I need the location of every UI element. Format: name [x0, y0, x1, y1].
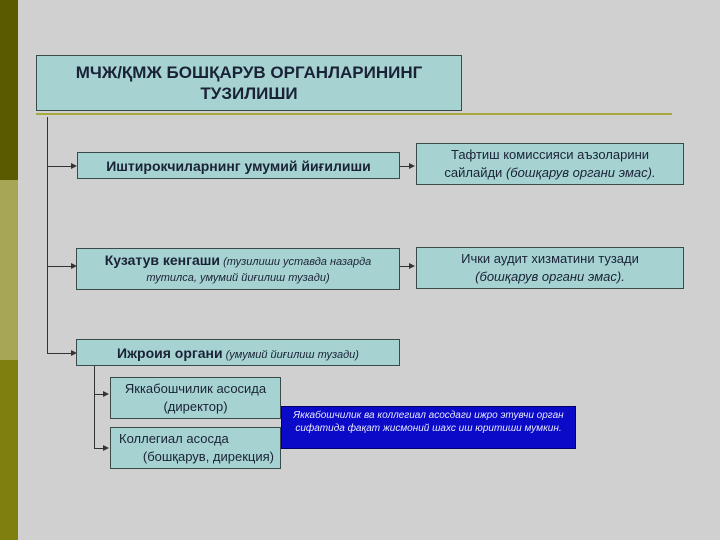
- audit-line2: сайлайди: [444, 165, 503, 180]
- supervisory-board-box: Кузатув кенгаши (тузилиши уставда назард…: [76, 248, 400, 290]
- supervisory-note1: (тузилиши уставда назарда: [223, 256, 372, 268]
- audit-commission-box: Тафтиш комиссияси аъзоларини сайлайди (б…: [416, 143, 684, 185]
- supervisory-label: Кузатув кенгаши: [104, 252, 221, 268]
- arrow-icon: [409, 163, 415, 169]
- connector: [94, 448, 104, 449]
- collegial-box: Коллегиал асосда (бошқарув, дирекция): [110, 427, 281, 469]
- arrow-icon: [103, 445, 109, 451]
- general-meeting-label: Иштирокчиларнинг умумий йиғилиши: [106, 157, 371, 174]
- connector: [400, 266, 410, 267]
- executive-label: Ижроия органи: [117, 344, 223, 361]
- connector: [400, 166, 410, 167]
- internal-audit-line1: Ички аудит хизматини тузади: [461, 251, 639, 266]
- arrow-icon: [103, 391, 109, 397]
- executive-body-box: Ижроия органи (умумий йиғилиш тузади): [76, 339, 400, 366]
- collegial-line2: (бошқарув, дирекция): [142, 449, 274, 464]
- sub-connector: [94, 366, 95, 448]
- arrow-icon: [71, 163, 77, 169]
- connector: [47, 166, 72, 167]
- sole-line2: (директор): [163, 399, 228, 414]
- side-band-middle: [0, 180, 18, 360]
- internal-audit-line2: (бошқарув органи эмас).: [475, 269, 625, 284]
- arrow-icon: [409, 263, 415, 269]
- note-box: Яккабошчилик ва коллегиал асосдаги ижро …: [281, 406, 576, 449]
- arrow-icon: [71, 350, 77, 356]
- sole-line1: Яккабошчилик асосида: [124, 381, 267, 396]
- collegial-line1: Коллегиал асосда: [119, 431, 229, 446]
- supervisory-note2: тутилса, умумий йиғилиш тузади): [146, 272, 330, 284]
- connector: [94, 394, 104, 395]
- audit-line1: Тафтиш комиссияси аъзоларини: [450, 147, 650, 162]
- general-meeting-box: Иштирокчиларнинг умумий йиғилиши: [77, 152, 400, 179]
- title-line2: ТУЗИЛИШИ: [200, 84, 298, 103]
- title-line1: МЧЖ/ҚМЖ БОШҚАРУВ ОРГАНЛАРИНИНГ: [75, 63, 423, 82]
- connector: [47, 266, 72, 267]
- side-band-top: [0, 0, 18, 180]
- title-underline: [36, 113, 672, 115]
- connector: [47, 353, 72, 354]
- arrow-icon: [71, 263, 77, 269]
- audit-note: (бошқарув органи эмас).: [505, 165, 656, 180]
- main-connector: [47, 117, 48, 353]
- sole-director-box: Яккабошчилик асосида (директор): [110, 377, 281, 419]
- title-box: МЧЖ/ҚМЖ БОШҚАРУВ ОРГАНЛАРИНИНГ ТУЗИЛИШИ: [36, 55, 462, 111]
- note-text: Яккабошчилик ва коллегиал асосдаги ижро …: [293, 410, 564, 434]
- side-band-bottom: [0, 360, 18, 540]
- executive-note: (умумий йиғилиш тузади): [225, 348, 359, 361]
- internal-audit-box: Ички аудит хизматини тузади (бошқарув ор…: [416, 247, 684, 289]
